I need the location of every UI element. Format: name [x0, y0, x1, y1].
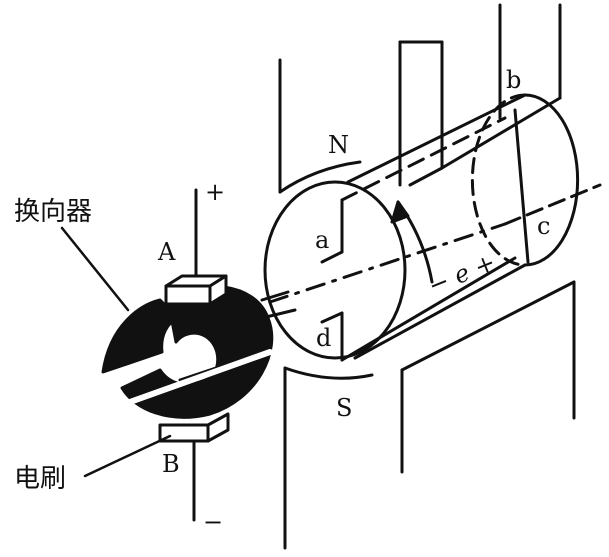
armature-cylinder	[263, 93, 580, 360]
brush-leader	[83, 434, 172, 478]
minus-terminal: −	[203, 508, 224, 536]
coil-label-d: d	[316, 324, 332, 352]
commutator-leader	[60, 226, 130, 312]
commutator-label: 换向器	[14, 197, 93, 227]
north-pole-label: N	[328, 131, 349, 159]
coil-label-c: c	[537, 212, 551, 240]
commutator	[82, 284, 274, 421]
brush-b-label: B	[162, 450, 180, 478]
brush-a	[164, 188, 228, 306]
north-pole	[278, 3, 562, 194]
coil-label-a: a	[315, 226, 330, 254]
brush-b	[158, 412, 230, 522]
coil-label-b: b	[506, 66, 522, 94]
plus-terminal: +	[205, 178, 226, 206]
brush-a-label: A	[158, 238, 176, 266]
brush-label: 电刷	[14, 464, 67, 494]
armature-coil	[320, 108, 530, 362]
south-pole-label: S	[336, 394, 353, 422]
rotation-arrow	[390, 200, 434, 284]
south-pole	[283, 280, 576, 550]
